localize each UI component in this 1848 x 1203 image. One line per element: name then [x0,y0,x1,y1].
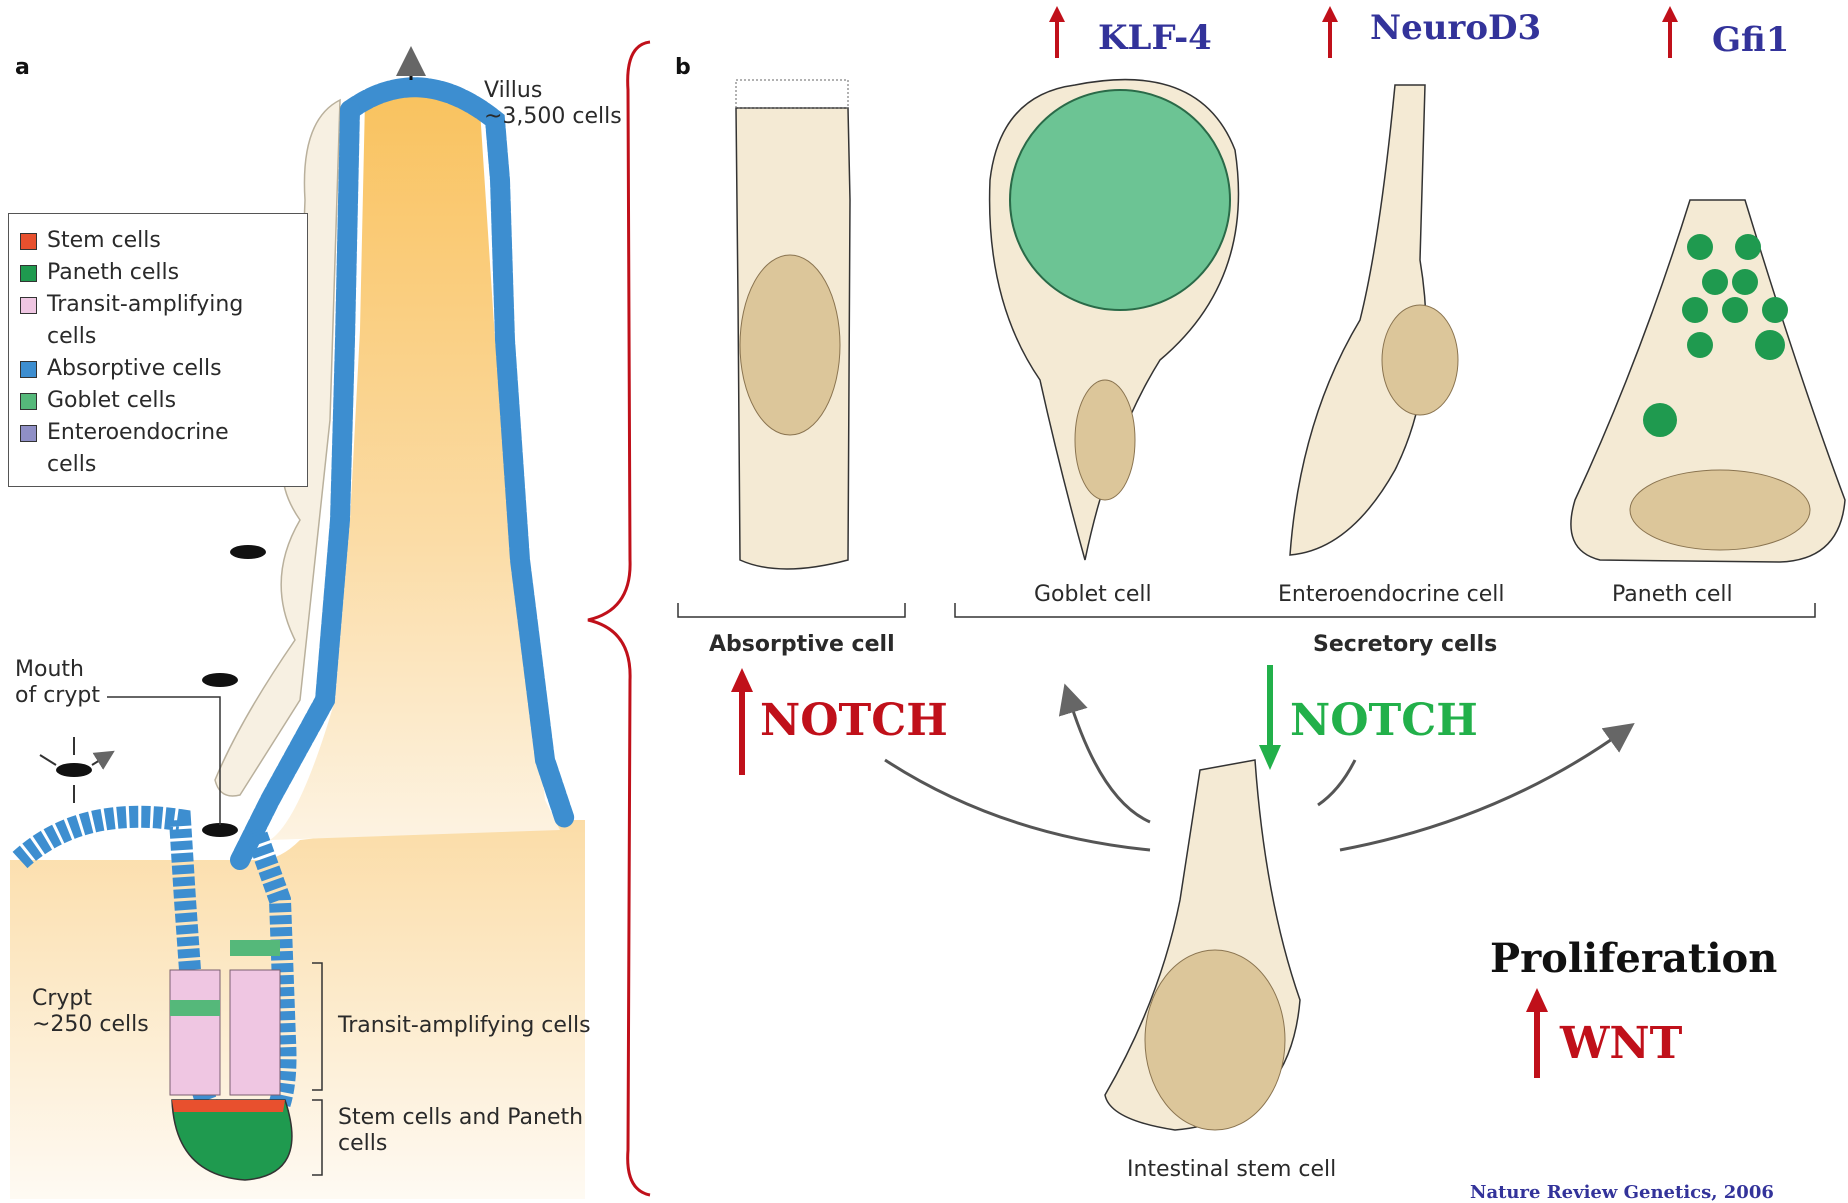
notch-down-label: NOTCH [1290,695,1478,746]
panel-a-letter: a [15,55,30,80]
neurod3-label: NeuroD3 [1370,8,1541,48]
enteroendocrine-cell-drawing [1290,85,1458,555]
legend-swatch-absorptive [20,361,37,378]
stem-cells-strip [172,1100,285,1112]
secretory-cells-label: Secretory cells [1313,632,1497,658]
goblet-cell-label: Goblet cell [1034,582,1152,608]
crypt-pit-4 [202,823,238,837]
gfi1-label: Gfi1 [1712,20,1789,60]
gfi1-up-arrow [1662,6,1678,58]
crypt-pit-3 [56,763,92,777]
stem-zone-label-2: cells [338,1131,387,1157]
wnt-up-arrow [1526,988,1548,1078]
paneth-cell-drawing [1571,200,1845,562]
arrow-to-goblet [1068,695,1150,822]
red-curly-brace [588,42,650,1195]
klf4-up-arrow [1049,6,1065,58]
legend-swatch-paneth [20,265,37,282]
goblet-band-1 [170,1000,220,1016]
cell-type-legend: Stem cells Paneth cells Transit-amplifyi… [8,213,308,487]
lamina-propria-base [10,815,585,1199]
notch-up-label: NOTCH [760,695,948,746]
mouth-label-2: of crypt [15,683,100,709]
arrow-to-absorptive [885,760,1150,850]
proliferation-label: Proliferation [1490,935,1777,982]
transit-zone-label: Transit-amplifying cells [338,1013,591,1039]
notch-down-arrow [1259,665,1281,770]
mouth-label-1: Mouth [15,657,84,683]
villus-label: Villus [484,78,542,104]
goblet-band-2 [230,940,280,956]
crypt-transit-left [170,970,220,1095]
panel-b-letter: b [675,55,691,80]
crypt-pit-1 [230,545,266,559]
absorptive-bracket [678,603,905,617]
crypt-count: ~250 cells [32,1012,149,1038]
wnt-label: WNT [1560,1018,1682,1069]
neurod3-up-arrow [1322,6,1338,58]
legend-swatch-stem [20,233,37,250]
paneth-cell-label: Paneth cell [1612,582,1733,608]
klf4-label: KLF-4 [1098,18,1212,58]
mouth-leader-line [107,697,220,825]
notch-up-arrow [731,668,753,775]
arrow-to-paneth [1340,730,1625,850]
legend-swatch-transit [20,297,37,314]
intestinal-stem-cell-label: Intestinal stem cell [1127,1157,1336,1183]
crypt-transit-right [230,970,280,1095]
stem-zone-label-1: Stem cells and Paneth [338,1105,583,1131]
goblet-cell-drawing [990,80,1239,560]
crypt-label: Crypt [32,986,92,1012]
absorptive-cell-label: Absorptive cell [709,632,895,658]
enteroendocrine-cell-label: Enteroendocrine cell [1278,582,1505,608]
villus-count: ~3,500 cells [484,104,622,130]
citation: Nature Review Genetics, 2006 [1470,1182,1774,1203]
absorptive-cell-drawing [736,80,850,569]
crypt-pit-2 [202,673,238,687]
intestinal-stem-cell-drawing [1105,760,1300,1130]
legend-swatch-enteroendocrine [20,425,37,442]
arrow-to-enteroendocrine [1318,760,1355,805]
legend-swatch-goblet [20,393,37,410]
